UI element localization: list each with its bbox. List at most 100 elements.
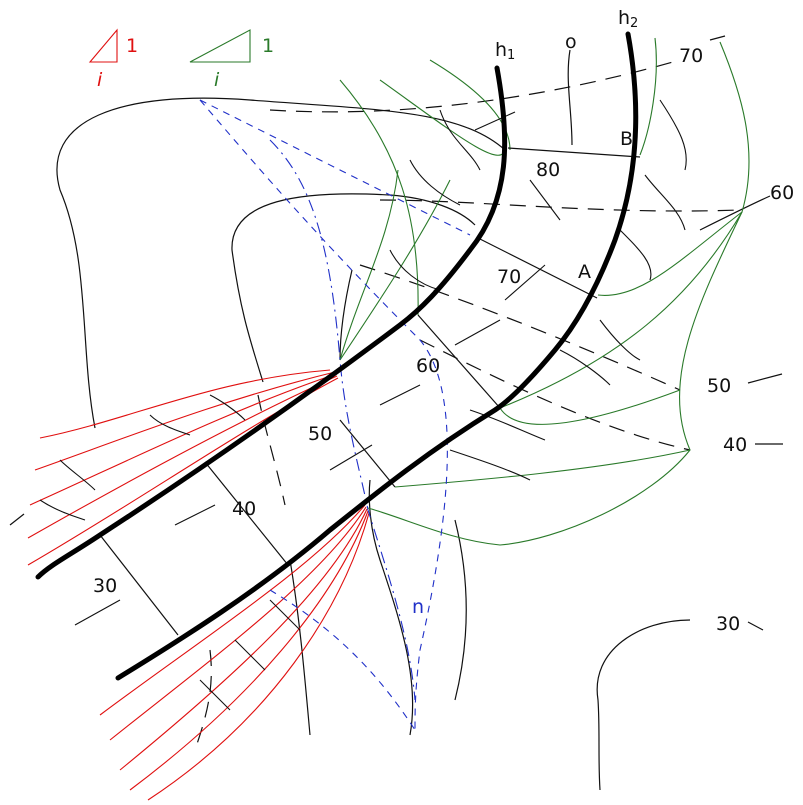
- fill-line: [39, 369, 331, 439]
- blue-dashed-line: [269, 589, 416, 731]
- fill-line: [119, 508, 368, 771]
- slope-hatching: [39, 99, 687, 711]
- road-marks: 80 70 60 50 40 30: [93, 159, 560, 597]
- road-mark-60: 60: [416, 355, 440, 377]
- hatch-mark: [644, 174, 686, 231]
- legend-fill-slope: 1 i: [88, 28, 138, 91]
- hatch-mark: [209, 394, 246, 421]
- cut-line: [394, 449, 691, 488]
- hatch-mark: [174, 504, 216, 526]
- edge-h1: [35, 65, 508, 580]
- hatch-mark: [529, 179, 561, 221]
- line-n-label: n: [412, 596, 424, 618]
- fill-line: [99, 504, 366, 716]
- hatch-mark: [74, 599, 121, 626]
- hatch-mark: [59, 459, 96, 491]
- contour-30-tail: [747, 621, 764, 631]
- cut-line: [339, 79, 419, 316]
- edge-h2: [115, 31, 639, 681]
- contour-lower-left: [289, 559, 311, 736]
- contour-left-hatch: [9, 513, 25, 526]
- contour-center-left: [339, 269, 353, 361]
- cross-section-a: [477, 237, 598, 299]
- contour-lower-right: [454, 519, 467, 701]
- dashed-contour-lower-1: [257, 394, 286, 506]
- hatch-mark: [599, 319, 641, 361]
- hatch-mark: [504, 264, 546, 301]
- fill-line: [27, 375, 338, 539]
- hatch-mark: [449, 449, 531, 481]
- hatch-mark: [454, 319, 501, 346]
- road-mark-80: 80: [536, 159, 560, 181]
- cut-line: [499, 211, 743, 409]
- road-mark-70: 70: [497, 266, 521, 288]
- contour-label-30: 30: [716, 613, 740, 635]
- cut-line: [639, 37, 657, 156]
- contour-o-axis: [567, 49, 573, 146]
- hatch-mark: [474, 111, 516, 131]
- contour-70-tail: [709, 35, 726, 41]
- cut-line: [429, 59, 511, 151]
- terrain-contours: [9, 35, 783, 791]
- contour-50-tail: [747, 373, 783, 384]
- point-a-label: A: [578, 261, 591, 283]
- cut-slope-value: 1: [262, 35, 274, 57]
- cross-sections: [99, 147, 641, 636]
- blue-dashed-line: [199, 99, 448, 731]
- fill-line: [34, 371, 336, 471]
- contour-inner: [231, 193, 476, 383]
- fill-slope-ratio: i: [97, 69, 103, 91]
- cut-slope-ratio: i: [214, 69, 220, 91]
- cut-line: [499, 389, 681, 425]
- cut-line: [339, 169, 399, 361]
- contour-outer: [56, 97, 506, 429]
- cut-line: [597, 211, 743, 296]
- hatch-mark: [619, 229, 652, 281]
- dashed-contour-60: [379, 199, 741, 212]
- fill-line: [147, 512, 370, 801]
- edge-h1-label: h1: [495, 39, 515, 63]
- hatch-mark: [379, 384, 421, 406]
- contour-label-40: 40: [723, 434, 747, 456]
- cut-line: [367, 41, 750, 546]
- cross-section-60: [417, 314, 501, 409]
- legend-cut-slope: 1 i: [189, 29, 274, 91]
- dashed-contour-lower-2: [194, 649, 212, 751]
- hatch-mark: [409, 159, 461, 206]
- contour-label-60: 60: [770, 182, 794, 204]
- hatch-mark: [234, 639, 266, 671]
- hatch-mark: [39, 499, 86, 521]
- blue-dashed-line: [199, 99, 471, 236]
- hatch-mark: [559, 349, 611, 386]
- blue-dashdot-line: [269, 139, 416, 701]
- axis-label-o: o: [565, 31, 577, 53]
- cross-section-40: [204, 461, 289, 566]
- contour-60-tail: [699, 195, 771, 231]
- hatch-mark: [389, 249, 441, 291]
- cut-slope-lines: [339, 37, 750, 546]
- fill-slope-triangle-icon: [88, 28, 118, 63]
- fill-line: [129, 510, 369, 791]
- contour-30: [596, 619, 691, 791]
- road-mark-30: 30: [93, 575, 117, 597]
- hatch-mark: [199, 679, 231, 711]
- hatch-mark: [269, 599, 301, 631]
- contour-lower-middle: [368, 479, 414, 736]
- fill-line: [109, 506, 367, 741]
- contour-label-70: 70: [679, 45, 703, 67]
- fill-line: [29, 373, 337, 506]
- dashed-contour-70: [269, 59, 681, 113]
- hatch-mark: [469, 409, 546, 441]
- point-b-label: B: [620, 128, 633, 150]
- cut-line: [379, 79, 506, 156]
- road-mark-40: 40: [232, 498, 256, 520]
- edge-h2-label: h2: [618, 7, 638, 31]
- cut-slope-triangle-icon: [189, 29, 251, 63]
- hatch-mark: [149, 414, 191, 436]
- hatch-mark: [439, 109, 481, 171]
- fill-slope-value: 1: [126, 35, 138, 57]
- cross-section-b: [507, 147, 641, 158]
- road-mark-50: 50: [308, 423, 332, 445]
- contour-label-50: 50: [707, 375, 731, 397]
